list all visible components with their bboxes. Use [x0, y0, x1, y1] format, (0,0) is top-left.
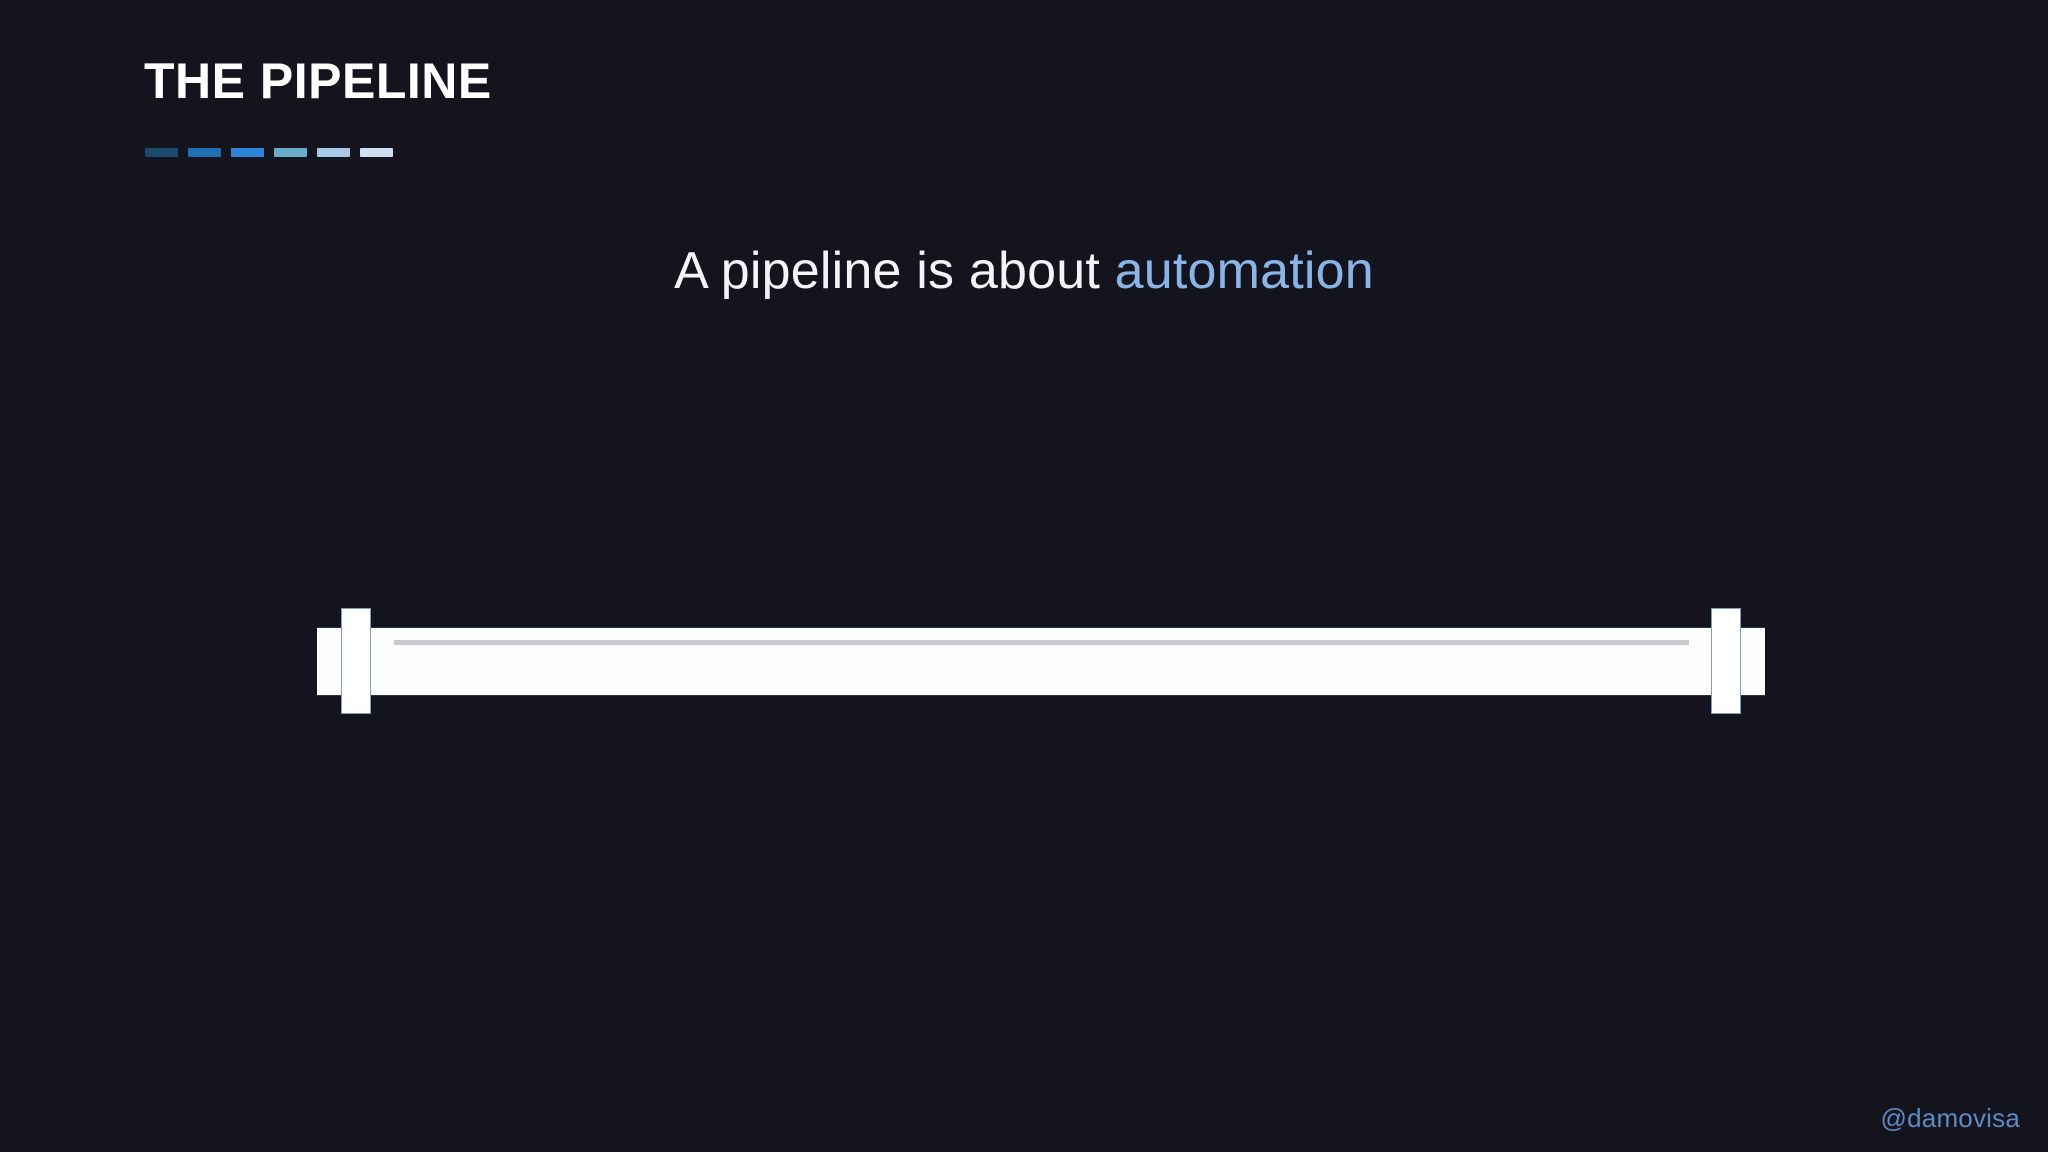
pipe-highlight-line	[394, 640, 1689, 645]
statement-accent-word: automation	[1114, 242, 1374, 300]
dash-segment-3	[231, 148, 264, 157]
dash-segment-5	[317, 148, 350, 157]
pipe-illustration	[317, 608, 1765, 714]
dash-segment-6	[360, 148, 393, 157]
pipe-flange-right	[1711, 608, 1741, 714]
dash-segment-2	[188, 148, 221, 157]
statement-lead-text: A pipeline is about	[674, 242, 1115, 300]
title-underline-dashes	[145, 148, 393, 157]
footer-social-handle: @damovisa	[1880, 1103, 2020, 1133]
dash-segment-4	[274, 148, 307, 157]
dash-segment-1	[145, 148, 178, 157]
slide-statement: A pipeline is about automation	[0, 242, 2048, 302]
page-title: THE PIPELINE	[144, 53, 492, 109]
pipe-flange-left	[341, 608, 371, 714]
pipe-body	[317, 627, 1765, 696]
